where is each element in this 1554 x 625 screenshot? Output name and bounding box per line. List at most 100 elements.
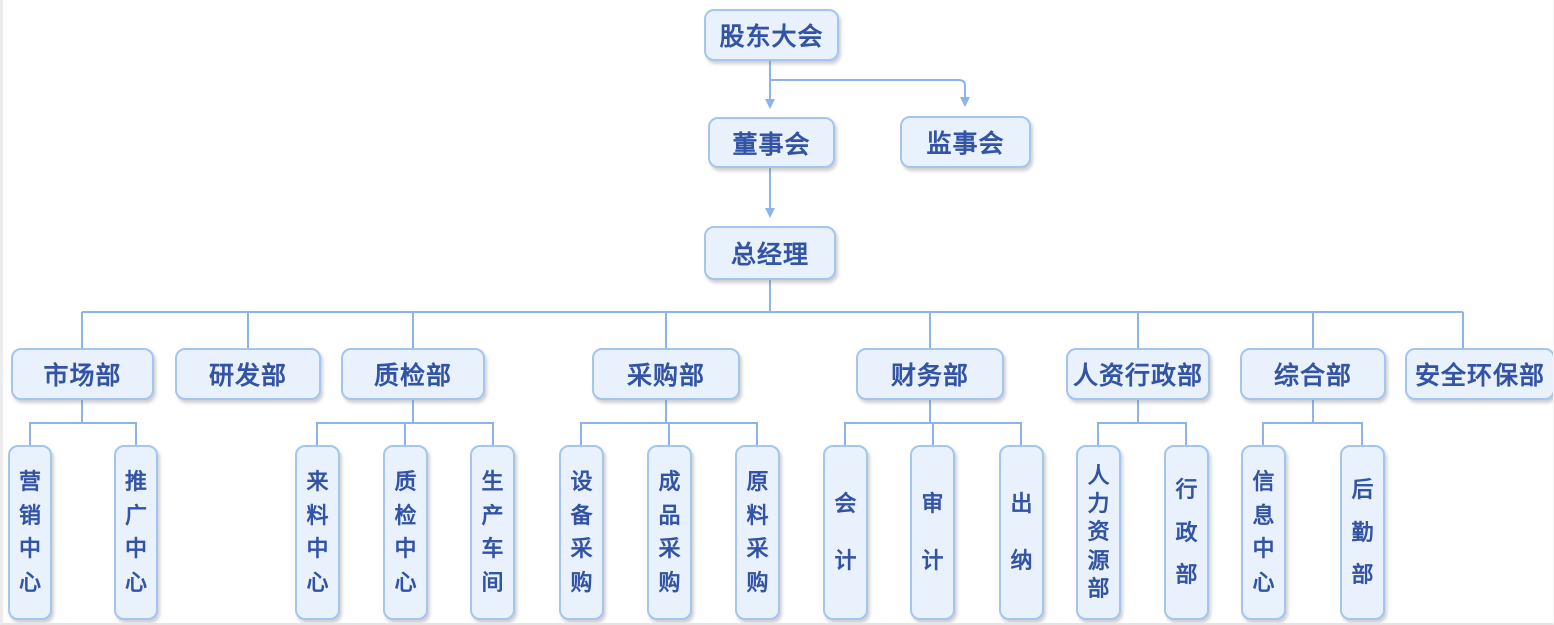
node-label-char: 心 [306, 570, 329, 596]
node-label: 监事会 [926, 131, 1005, 158]
node-label-char: 勤 [1351, 519, 1374, 545]
node-label-char: 源 [1087, 547, 1110, 573]
connector-shareholders-supervisory [770, 79, 970, 107]
node-label-char: 会 [834, 491, 857, 517]
node-dept-marketing[interactable]: 市场部 [11, 348, 154, 400]
node-label-char: 来 [306, 468, 329, 494]
connector-procurement-children [580, 400, 758, 445]
node-sub-information-center[interactable]: 信息中心 [1241, 445, 1286, 620]
node-label-char: 料 [746, 502, 769, 528]
node-label: 质检部 [373, 363, 452, 390]
node-shareholders-meeting[interactable]: 股东大会 [704, 9, 839, 61]
node-sub-quality-inspection-center[interactable]: 质检中心 [383, 445, 428, 620]
connector-marketing-children [29, 400, 137, 445]
node-label-char: 设 [570, 468, 593, 494]
node-sub-marketing-center[interactable]: 营销中心 [8, 445, 52, 620]
node-label-char: 推 [124, 468, 147, 494]
connector-finance-children [844, 400, 1022, 445]
node-board-of-directors[interactable]: 董事会 [708, 117, 835, 168]
connector-bus-stubs [81, 312, 1464, 348]
node-label-char: 检 [394, 502, 417, 528]
node-label-char: 部 [1087, 575, 1110, 601]
node-label-char: 广 [124, 502, 147, 528]
node-label-char: 营 [18, 468, 41, 494]
node-sub-audit[interactable]: 审计 [910, 445, 955, 620]
node-dept-procurement[interactable]: 采购部 [592, 348, 740, 400]
node-label-char: 纳 [1010, 547, 1033, 573]
node-label-char: 资 [1087, 519, 1110, 545]
node-label: 市场部 [43, 363, 122, 390]
node-dept-safety-environment[interactable]: 安全环保部 [1405, 348, 1553, 400]
node-label-char: 产 [481, 502, 504, 528]
node-label-char: 心 [1252, 570, 1275, 596]
node-label-char: 品 [658, 502, 681, 528]
node-label: 研发部 [208, 363, 287, 390]
node-label-char: 中 [1252, 536, 1275, 562]
node-label-char: 心 [124, 570, 147, 596]
node-label: 人资行政部 [1072, 363, 1203, 390]
node-label-char: 心 [394, 570, 417, 596]
node-label-char: 信 [1252, 468, 1275, 494]
node-label-char: 采 [746, 536, 769, 562]
node-sub-raw-material-procurement[interactable]: 原料采购 [735, 445, 780, 620]
node-label-char: 心 [18, 570, 41, 596]
node-sub-finished-goods-procurement[interactable]: 成品采购 [647, 445, 692, 620]
node-label-char: 行 [1175, 477, 1198, 503]
node-label: 综合部 [1273, 363, 1352, 390]
node-sub-production-workshop[interactable]: 生产车间 [470, 445, 515, 620]
node-label-char: 质 [394, 468, 417, 494]
node-label-char: 出 [1010, 491, 1033, 517]
node-dept-quality[interactable]: 质检部 [341, 348, 485, 400]
connector-hr-admin-children [1097, 400, 1187, 445]
node-label-char: 购 [746, 570, 769, 596]
node-supervisory-board[interactable]: 监事会 [900, 116, 1031, 168]
node-label-char: 中 [306, 536, 329, 562]
node-label-char: 料 [306, 502, 329, 528]
node-dept-finance[interactable]: 财务部 [856, 348, 1004, 400]
node-sub-cashier[interactable]: 出纳 [999, 445, 1044, 620]
node-sub-administration[interactable]: 行政部 [1164, 445, 1209, 620]
node-label: 董事会 [732, 131, 811, 159]
node-label-char: 生 [481, 468, 504, 494]
node-label-char: 息 [1252, 502, 1275, 528]
node-label-char: 部 [1175, 561, 1198, 587]
node-general-manager[interactable]: 总经理 [704, 226, 836, 280]
node-label-char: 购 [570, 570, 593, 596]
node-label-char: 中 [124, 536, 147, 562]
node-label: 安全环保部 [1414, 363, 1545, 390]
node-label-char: 计 [921, 547, 944, 573]
node-sub-incoming-material-center[interactable]: 来料中心 [295, 445, 340, 620]
node-dept-rnd[interactable]: 研发部 [175, 348, 321, 400]
node-dept-general-affairs[interactable]: 综合部 [1240, 348, 1386, 400]
node-label: 总经理 [730, 242, 809, 269]
node-label-char: 政 [1175, 519, 1198, 545]
node-dept-hr-admin[interactable]: 人资行政部 [1066, 348, 1210, 400]
node-label-char: 力 [1087, 491, 1110, 517]
node-sub-human-resources[interactable]: 人力资源部 [1076, 445, 1121, 620]
node-label-char: 采 [570, 536, 593, 562]
node-sub-accounting[interactable]: 会计 [823, 445, 868, 620]
node-label-char: 车 [481, 536, 504, 562]
node-sub-logistics[interactable]: 后勤部 [1340, 445, 1385, 620]
node-label-char: 原 [746, 468, 769, 494]
connector-general-children [1262, 400, 1363, 445]
node-label-char: 中 [18, 536, 41, 562]
node-label: 财务部 [890, 363, 969, 390]
node-label-char: 中 [394, 536, 417, 562]
node-label: 股东大会 [719, 24, 824, 51]
node-label-char: 审 [921, 491, 944, 517]
node-label-char: 人 [1087, 463, 1110, 489]
connector-layer [29, 61, 1464, 445]
node-label-char: 备 [570, 502, 593, 528]
node-sub-promotion-center[interactable]: 推广中心 [114, 445, 158, 620]
node-label-char: 部 [1351, 561, 1374, 587]
node-label-char: 计 [834, 547, 857, 573]
node-sub-equipment-procurement[interactable]: 设备采购 [559, 445, 604, 620]
node-label-char: 采 [658, 536, 681, 562]
node-label-char: 购 [658, 570, 681, 596]
node-label-char: 成 [658, 468, 681, 494]
connector-quality-children [316, 400, 494, 445]
node-label-char: 后 [1351, 477, 1374, 503]
node-label-char: 销 [18, 502, 41, 528]
